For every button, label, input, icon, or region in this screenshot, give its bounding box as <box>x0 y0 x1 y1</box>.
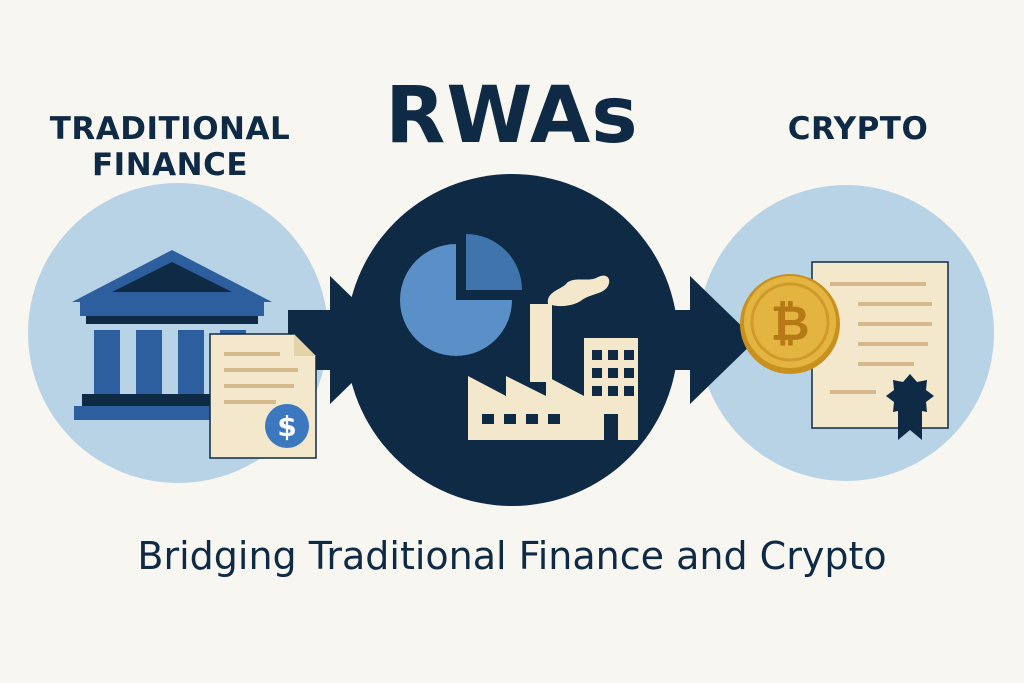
crypto-label: CRYPTO <box>787 111 929 147</box>
award-ribbon-icon <box>886 374 934 440</box>
bitcoin-icon: ₿ <box>740 274 840 374</box>
dollar-icon: $ <box>265 404 309 448</box>
factory-icon <box>468 275 610 440</box>
pie-chart-icon <box>400 234 522 356</box>
dollar-symbol: $ <box>277 410 296 443</box>
bitcoin-symbol: ₿ <box>770 296 809 352</box>
tagline: Bridging Traditional Finance and Crypto <box>137 534 887 578</box>
traditional-finance-label: TRADITIONAL FINANCE <box>49 111 291 183</box>
rwas-title: RWAs <box>385 71 639 161</box>
building-icon <box>584 338 638 440</box>
